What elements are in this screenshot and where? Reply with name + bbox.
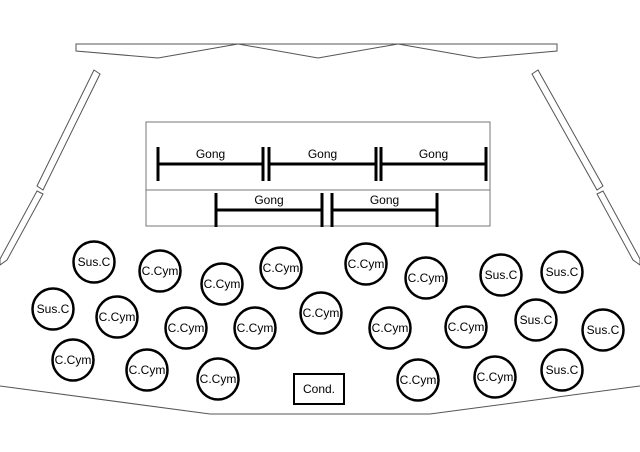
station-circle	[200, 262, 244, 306]
station-circle	[540, 348, 584, 392]
gong-label: Gong	[196, 147, 225, 161]
instrument-station: C.Cym	[259, 246, 303, 290]
station-circle	[368, 306, 412, 350]
station-circle	[479, 253, 523, 297]
instrument-station: Sus.C	[72, 240, 116, 284]
station-label: C.Cym	[200, 372, 237, 386]
instrument-station: C.Cym	[138, 249, 182, 293]
station-label: C.Cym	[142, 264, 179, 278]
station-label: Sus.C	[485, 268, 518, 282]
instrument-station: C.Cym	[396, 358, 440, 402]
left-wall	[0, 69, 101, 266]
instrument-station: C.Cym	[196, 357, 240, 401]
instrument-station: C.Cym	[473, 355, 517, 399]
station-label: C.Cym	[477, 370, 514, 384]
station-label: C.Cym	[55, 353, 92, 367]
instrument-station: C.Cym	[125, 348, 169, 392]
station-circle	[125, 348, 169, 392]
station-circle	[540, 250, 584, 294]
instrument-station: C.Cym	[233, 306, 277, 350]
station-label: C.Cym	[348, 257, 385, 271]
gong-riser-front	[145, 189, 491, 227]
station-circle	[233, 306, 277, 350]
gong-label: Gong	[308, 147, 337, 161]
instrument-station: C.Cym	[404, 256, 448, 300]
instrument-station: C.Cym	[95, 295, 139, 339]
gong-label: Gong	[254, 193, 283, 207]
station-label: C.Cym	[99, 310, 136, 324]
instrument-station: C.Cym	[51, 338, 95, 382]
gong: Gong	[156, 147, 265, 181]
station-label: C.Cym	[372, 321, 409, 335]
station-circle	[514, 298, 558, 342]
instrument-station: C.Cym	[200, 262, 244, 306]
station-label: C.Cym	[408, 271, 445, 285]
station-label: Sus.C	[37, 302, 70, 316]
instrument-station: Sus.C	[31, 287, 75, 331]
gong-label: Gong	[370, 193, 399, 207]
instrument-station: Sus.C	[540, 348, 584, 392]
station-circle	[396, 358, 440, 402]
conductor-podium: Cond.	[293, 373, 345, 405]
instrument-station: Sus.C	[581, 308, 625, 352]
station-circle	[95, 295, 139, 339]
station-label: Sus.C	[520, 313, 553, 327]
station-circle	[196, 357, 240, 401]
station-circle	[259, 246, 303, 290]
station-label: Sus.C	[78, 255, 111, 269]
station-circle	[31, 287, 75, 331]
station-circle	[51, 338, 95, 382]
station-label: C.Cym	[237, 321, 274, 335]
gong: Gong	[379, 147, 488, 181]
instrument-station: C.Cym	[368, 306, 412, 350]
station-label: Sus.C	[546, 265, 579, 279]
station-circle	[164, 306, 208, 350]
station-circle	[404, 256, 448, 300]
instrument-station: Sus.C	[514, 298, 558, 342]
conductor-label: Cond.	[302, 382, 336, 396]
station-circle	[138, 249, 182, 293]
stage-front-edge	[0, 385, 640, 415]
station-label: C.Cym	[129, 363, 166, 377]
station-label: C.Cym	[204, 277, 241, 291]
right-wall	[531, 69, 640, 266]
station-circle	[299, 291, 343, 335]
gong: Gong	[214, 193, 324, 227]
instrument-station: Sus.C	[540, 250, 584, 294]
instrument-station: Sus.C	[479, 253, 523, 297]
station-label: Sus.C	[587, 323, 620, 337]
station-circle	[344, 242, 388, 286]
instrument-station: C.Cym	[344, 242, 388, 286]
back-wall	[75, 43, 558, 59]
station-circle	[473, 355, 517, 399]
station-label: C.Cym	[168, 321, 205, 335]
station-label: C.Cym	[263, 261, 300, 275]
station-label: Sus.C	[546, 363, 579, 377]
gong: Gong	[330, 193, 439, 227]
station-circle	[72, 240, 116, 284]
station-label: C.Cym	[400, 373, 437, 387]
station-label: C.Cym	[448, 320, 485, 334]
gong-label: Gong	[419, 147, 448, 161]
instrument-station: C.Cym	[299, 291, 343, 335]
instrument-station: C.Cym	[164, 306, 208, 350]
station-circle	[581, 308, 625, 352]
gong: Gong	[267, 147, 378, 181]
station-circle	[444, 305, 488, 349]
station-label: C.Cym	[303, 306, 340, 320]
instrument-station: C.Cym	[444, 305, 488, 349]
